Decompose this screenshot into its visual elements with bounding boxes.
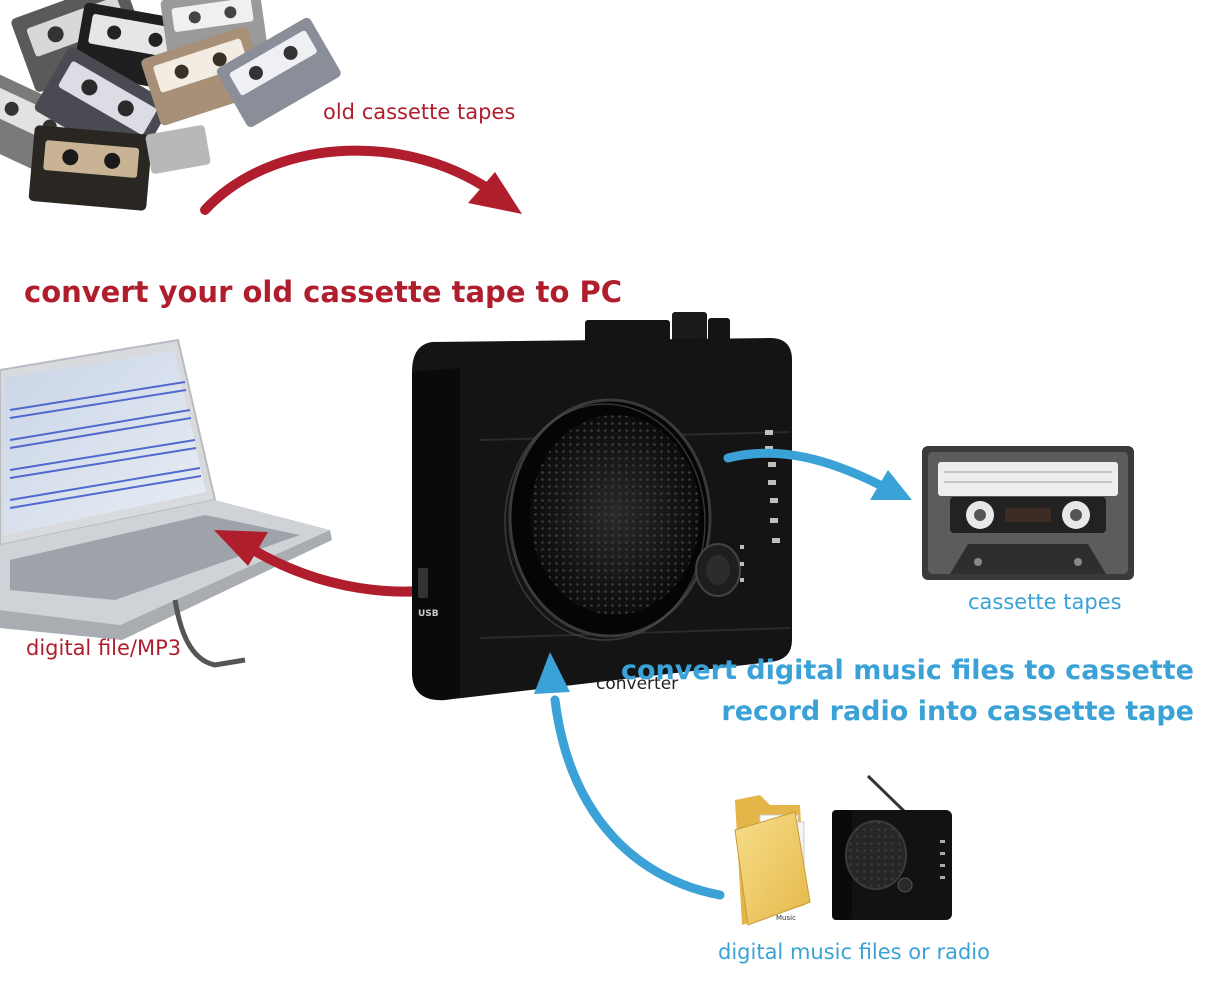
digital-file-mp3-label: digital file/MP3 <box>26 636 182 660</box>
cassette-converter-device <box>412 312 792 701</box>
record-radio-heading: record radio into cassette tape <box>721 696 1194 727</box>
portable-radio-image <box>832 774 952 920</box>
usb-port-label: USB <box>418 609 439 619</box>
music-folder-icon <box>734 795 811 926</box>
cassette-tape-image <box>922 446 1134 580</box>
digital-music-or-radio-label: digital music files or radio <box>718 940 990 964</box>
convert-to-pc-heading: convert your old cassette tape to PC <box>24 275 622 309</box>
laptop-image <box>0 338 332 668</box>
old-cassette-tapes-label: old cassette tapes <box>323 100 516 124</box>
blue-arrow-converter-to-cassette <box>723 448 912 500</box>
music-folder-caption: Music <box>776 914 796 922</box>
old-cassette-pile-image <box>0 0 341 211</box>
blue-arrow-music-to-converter <box>534 652 725 900</box>
convert-digital-heading: convert digital music files to cassette <box>620 655 1194 686</box>
converter-label: converter <box>596 674 679 694</box>
cassette-tapes-label: cassette tapes <box>968 590 1122 614</box>
red-arrow-tapes-to-converter <box>200 145 522 215</box>
